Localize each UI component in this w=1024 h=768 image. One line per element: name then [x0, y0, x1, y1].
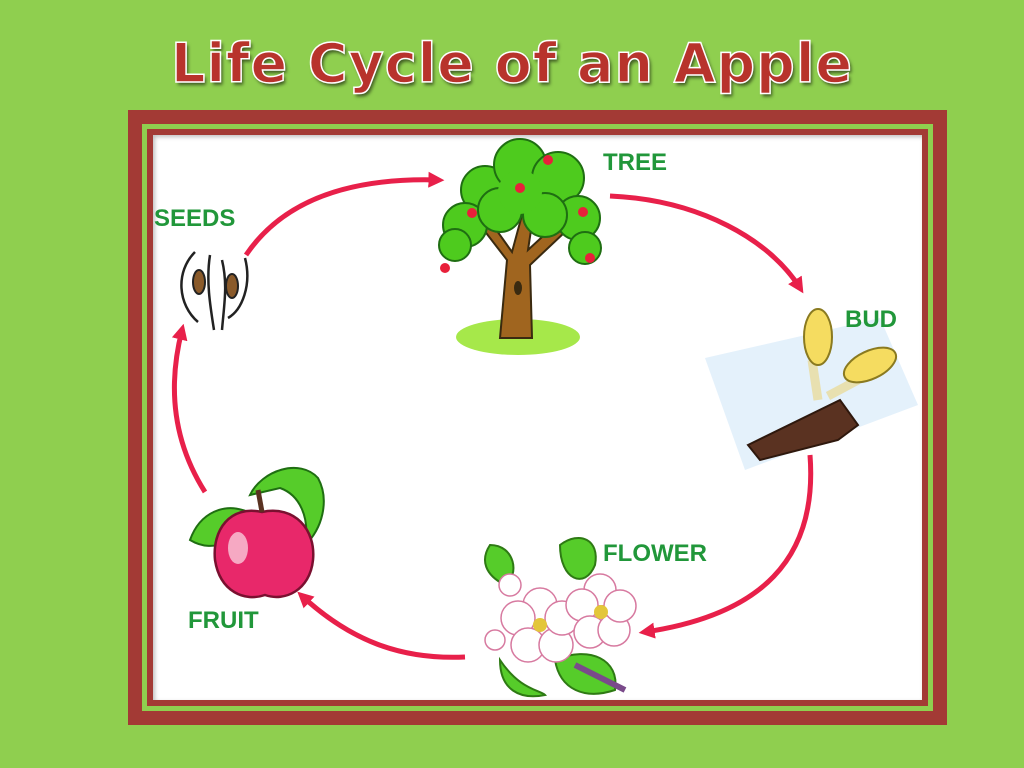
- arrow-fruit-to-seeds: [171, 323, 208, 494]
- apple-blossom-icon: [484, 536, 637, 698]
- apple-tree-icon: [438, 138, 602, 355]
- apple-fruit-icon: [188, 467, 325, 599]
- arrow-flower-to-fruit: [297, 591, 466, 660]
- arrow-seeds-to-tree: [243, 171, 445, 257]
- arrow-tree-to-bud: [609, 193, 804, 294]
- stage-label-tree: TREE: [603, 149, 667, 176]
- stage-label-fruit: FRUIT: [188, 607, 259, 634]
- slide-title: Life Cycle of an Apple: [170, 31, 853, 96]
- arrow-bud-to-flower: [638, 454, 814, 639]
- stage-label-seeds: SEEDS: [154, 205, 235, 232]
- seeds-icon: [180, 251, 249, 331]
- stage-label-flower: FLOWER: [603, 540, 707, 567]
- bud-branch-icon: [705, 308, 918, 470]
- stage-label-bud: BUD: [845, 306, 897, 333]
